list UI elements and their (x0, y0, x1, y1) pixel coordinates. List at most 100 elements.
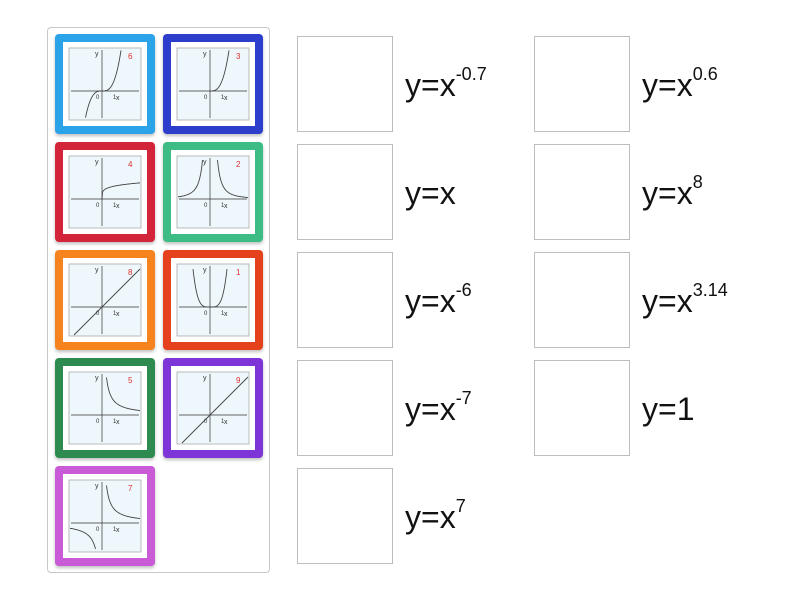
formula-label: y=x8 (642, 173, 703, 209)
x-axis-label: x (224, 419, 228, 426)
drop-zone[interactable] (297, 36, 393, 132)
y-axis-label: y (203, 51, 207, 58)
origin-label: 0 (204, 203, 208, 209)
x-axis-label: x (116, 527, 120, 534)
graph-number: 4 (128, 160, 133, 169)
origin-label: 0 (96, 311, 100, 317)
y-axis-label: y (95, 483, 99, 490)
formula-exponent: 3.14 (692, 280, 728, 300)
formula-exponent: 8 (692, 172, 703, 192)
x-axis-label: x (116, 419, 120, 426)
x-axis-label: x (116, 203, 120, 210)
function-curve (210, 50, 230, 92)
formula-base: y=x (405, 175, 456, 211)
y-axis-label: y (95, 267, 99, 274)
drop-zone[interactable] (297, 144, 393, 240)
formula-base: y=x (642, 283, 693, 319)
formula-label: y=x7 (405, 497, 466, 535)
formula-label: y=x-6 (405, 281, 472, 319)
drop-zone[interactable] (297, 360, 393, 456)
x-axis-label: x (224, 203, 228, 210)
y-axis-label: y (203, 267, 207, 274)
y-axis-label: y (95, 159, 99, 166)
origin-label: 0 (204, 419, 208, 425)
function-curve (85, 50, 122, 118)
formula-label: y=x-0.7 (405, 65, 487, 101)
x-axis-label: x (224, 311, 228, 318)
y-axis-label: y (95, 375, 99, 382)
function-curve (192, 268, 228, 308)
graph-number: 5 (128, 376, 133, 385)
formula-label: y=x3.14 (642, 281, 728, 319)
formula-label: y=x-7 (405, 389, 472, 427)
unit-label: 1 (221, 95, 225, 101)
drop-zone[interactable] (534, 36, 630, 132)
x-axis-label: x (224, 95, 228, 102)
x-axis-label: x (116, 95, 120, 102)
drop-zone[interactable] (534, 252, 630, 348)
formula-exponent: 7 (455, 496, 466, 516)
formula-label: y=1 (642, 393, 694, 425)
unit-label: 1 (113, 527, 117, 533)
formula-label: y=x (405, 177, 456, 209)
unit-label: 1 (221, 419, 225, 425)
function-curve (177, 159, 249, 198)
unit-label: 1 (113, 311, 117, 317)
function-curve (69, 485, 141, 550)
graph-number: 8 (128, 268, 133, 277)
formula-base: y=1 (642, 391, 695, 427)
formula-base: y=x (642, 67, 693, 103)
function-curve (106, 377, 141, 412)
origin-label: 0 (204, 311, 208, 317)
drop-zone[interactable] (297, 468, 393, 564)
formula-exponent: -0.7 (455, 64, 487, 84)
unit-label: 1 (113, 419, 117, 425)
origin-label: 0 (96, 95, 100, 101)
formula-base: y=x (405, 283, 456, 319)
unit-label: 1 (113, 95, 117, 101)
formula-base: y=x (405, 499, 456, 535)
drop-zone[interactable] (534, 144, 630, 240)
y-axis-label: y (203, 375, 207, 382)
formula-base: y=x (405, 391, 456, 427)
card-tray (47, 27, 270, 573)
formula-label: y=x0.6 (642, 65, 718, 103)
formula-exponent: -6 (455, 280, 472, 300)
function-curve (101, 182, 140, 200)
graph-number: 2 (236, 160, 241, 169)
graph-number: 3 (236, 52, 241, 61)
y-axis-label: y (203, 159, 207, 166)
formula-exponent: 0.6 (692, 64, 718, 84)
function-curve (181, 376, 249, 444)
origin-label: 0 (96, 527, 100, 533)
y-axis-label: y (95, 51, 99, 58)
drop-zone[interactable] (534, 360, 630, 456)
function-curve (73, 268, 141, 336)
drop-zone[interactable] (297, 252, 393, 348)
